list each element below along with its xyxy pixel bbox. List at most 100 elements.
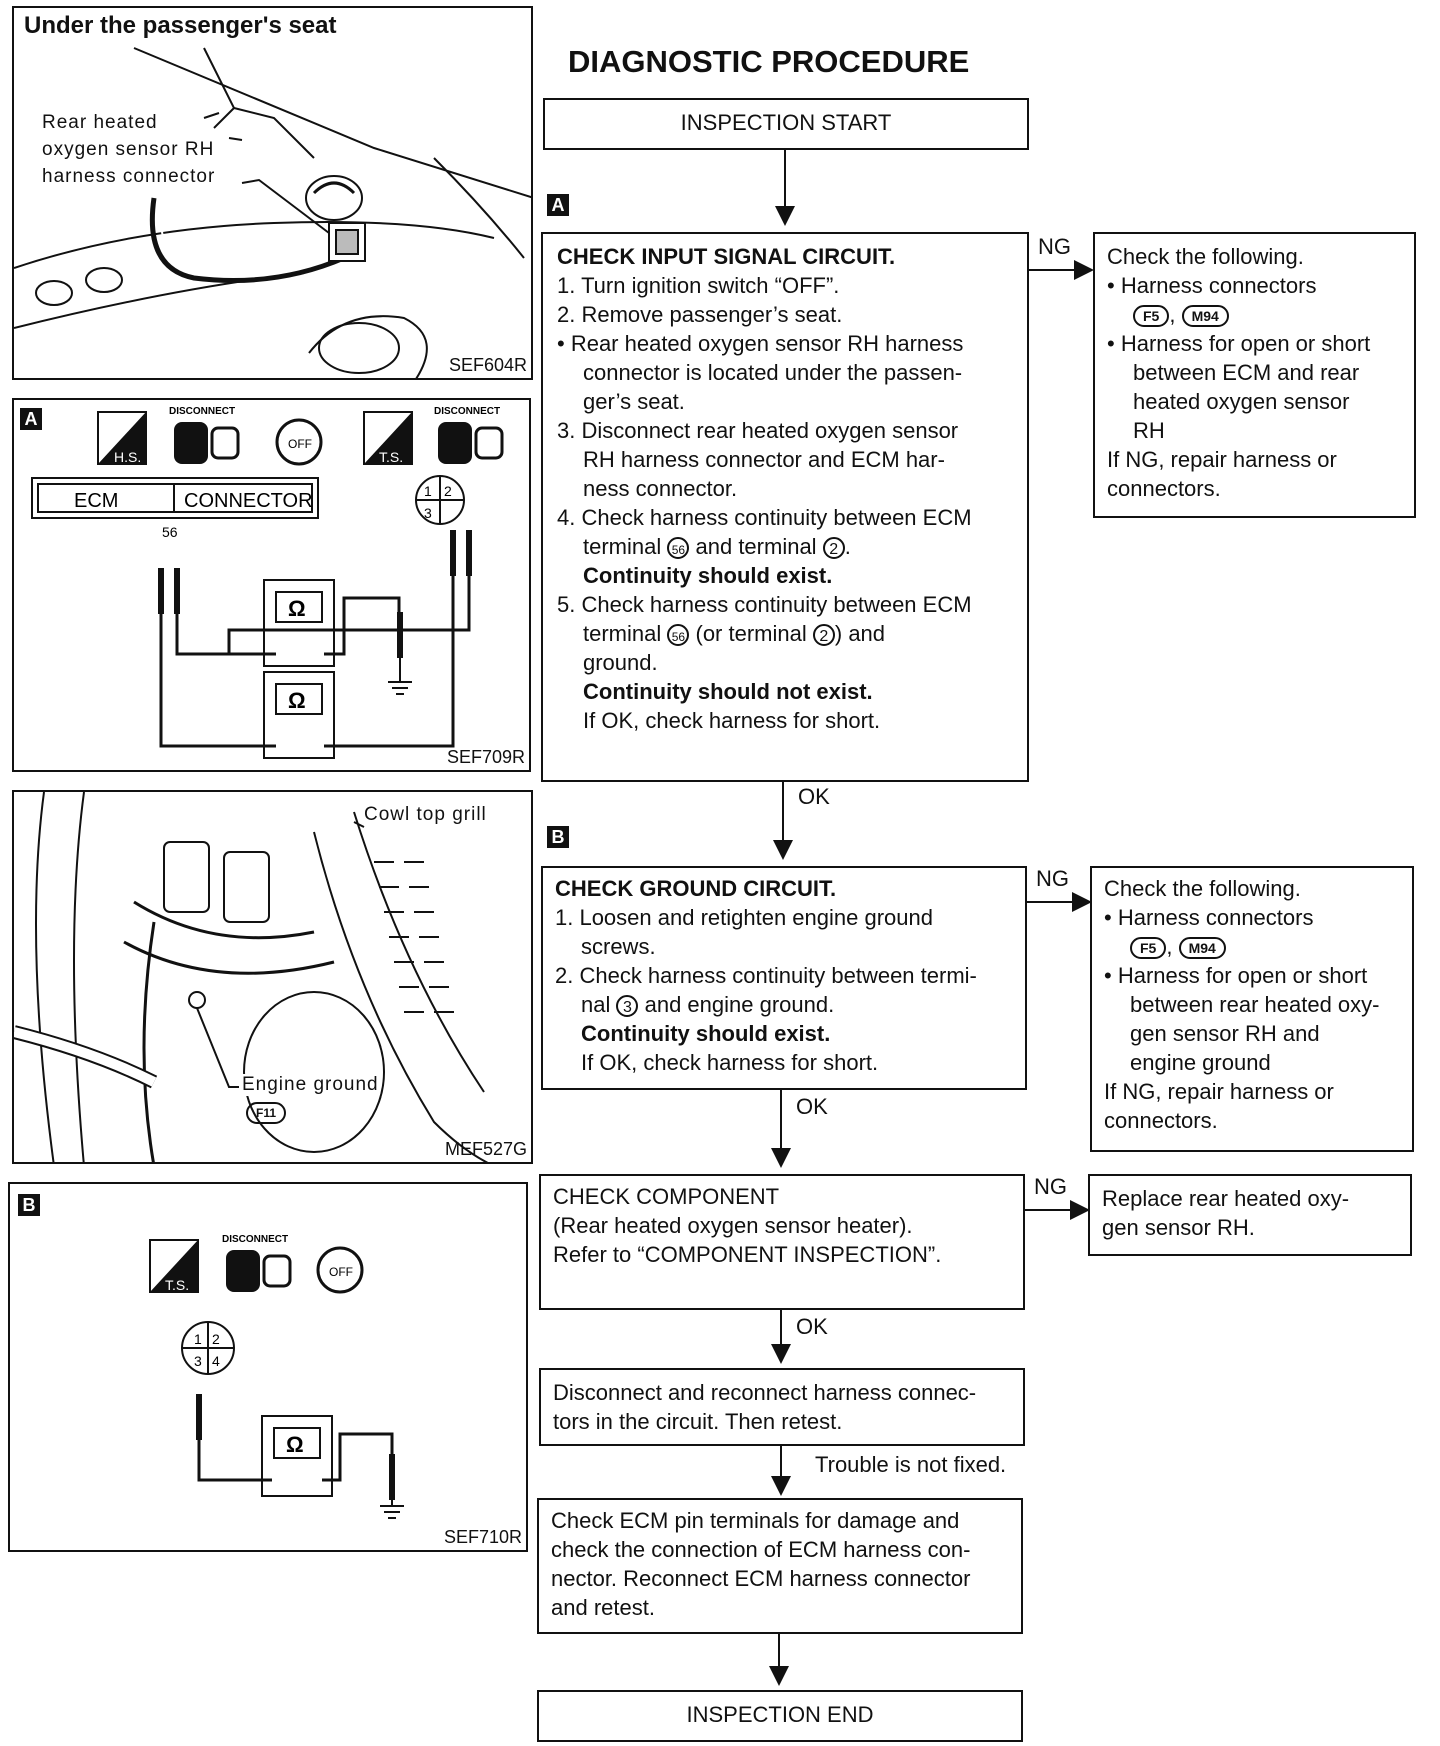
tag-a: A [20, 408, 42, 430]
ng-b-connectors: F5, M94 [1104, 932, 1412, 961]
step-c-line: Refer to “COMPONENT INSPECTION”. [553, 1242, 942, 1267]
inspection-start-box: INSPECTION START [543, 98, 1029, 150]
ng-a-line: If NG, repair harness or [1107, 447, 1337, 472]
ng-b-line: • Harness for open or short [1104, 963, 1368, 988]
step-b-line: screws. [581, 934, 656, 959]
step-check-ground: CHECK GROUND CIRCUIT. 1. Loosen and reti… [541, 866, 1027, 1090]
terminal-56: 56 [667, 537, 690, 560]
ng-a-line: Check the following. [1107, 244, 1304, 269]
step-a-line-terminals: terminal 56 and terminal 2. [583, 534, 851, 560]
step-c-line: CHECK COMPONENT [553, 1184, 780, 1209]
svg-text:1: 1 [194, 1331, 202, 1347]
seat-illustration [14, 47, 531, 378]
figure-code: SEF710R [443, 1527, 522, 1547]
step-a-line: 5. Check harness continuity between ECM [557, 592, 972, 617]
step-e-line: nector. Reconnect ECM harness connector [551, 1566, 971, 1591]
ng-label-c: NG [1034, 1174, 1067, 1199]
ng-a-line: • Harness connectors [1107, 273, 1317, 298]
ng-a-line: RH [1133, 418, 1165, 443]
step-d-line: Disconnect and reconnect harness connec- [553, 1380, 977, 1405]
connector-label: CONNECTOR [184, 490, 313, 512]
step-check-component: CHECK COMPONENT (Rear heated oxygen sens… [539, 1174, 1025, 1310]
ok-label-a: OK [798, 784, 830, 809]
ng-b-line: • Harness connectors [1104, 905, 1314, 930]
ng-a-line: heated oxygen sensor [1133, 389, 1350, 414]
ng-box-c: Replace rear heated oxy- gen sensor RH. [1088, 1174, 1412, 1256]
terminal-56: 56 [667, 624, 690, 647]
ng-box-a: Check the following. • Harness connector… [1093, 232, 1416, 518]
step-b-result: Continuity should exist. [581, 1021, 831, 1046]
step-e-line: check the connection of ECM harness con- [551, 1537, 971, 1562]
label-sensor-2: oxygen sensor RH [42, 139, 215, 160]
connector-m94: M94 [1178, 937, 1226, 960]
step-c-line: (Rear heated oxygen sensor heater). [553, 1213, 913, 1238]
disconnect-label-1: DISCONNECT [169, 406, 235, 417]
ts-label-b: T.S. [165, 1277, 189, 1293]
step-a-line-terminals: terminal 56 (or terminal 2) and [583, 621, 886, 647]
step-b-line: If OK, check harness for short. [581, 1050, 879, 1075]
circuit-diagram-a: H.S. DISCONNECT OFF T.S. DISCONNECT ECM … [31, 406, 504, 759]
step-a-line: ger’s seat. [583, 389, 685, 414]
inspection-end-box: INSPECTION END [537, 1690, 1023, 1742]
step-a-line: 2. Remove passenger’s seat. [557, 302, 843, 327]
ng-a-line: connectors. [1107, 476, 1221, 501]
step-tag-a: A [547, 194, 569, 216]
label-cowl: Cowl top grill [364, 804, 487, 826]
step-d-line: tors in the circuit. Then retest. [553, 1409, 843, 1434]
disconnect-label-2: DISCONNECT [434, 406, 500, 417]
disconnect-label-b: DISCONNECT [222, 1234, 288, 1245]
svg-text:Ω: Ω [286, 1432, 304, 1457]
ng-b-line: If NG, repair harness or [1104, 1079, 1334, 1104]
step-a-line: If OK, check harness for short. [583, 708, 881, 733]
figure-title: Under the passenger's seat [24, 12, 337, 39]
ts-label: T.S. [379, 449, 403, 465]
inspection-end: INSPECTION END [686, 1702, 874, 1727]
ng-c-line: Replace rear heated oxy- [1102, 1186, 1350, 1211]
figure-engine-ground: Cowl top grill Engine ground F11 MEF527G [12, 790, 533, 1164]
figure-code: SEF604R [448, 355, 527, 375]
step-a-line: 3. Disconnect rear heated oxygen sensor [557, 418, 959, 443]
ng-a-connectors: F5, M94 [1107, 300, 1414, 329]
step-b-line-terminal: nal 3 and engine ground. [581, 992, 835, 1018]
step-a-line: RH harness connector and ECM har- [583, 447, 945, 472]
ng-box-b: Check the following. • Harness connector… [1090, 866, 1414, 1152]
step-a-line: ground. [583, 650, 658, 675]
svg-text:3: 3 [424, 505, 432, 521]
step-e-line: and retest. [551, 1595, 655, 1620]
connector-m94: M94 [1181, 305, 1229, 328]
ng-c-line: gen sensor RH. [1102, 1215, 1255, 1240]
step-a-line: connector is located under the passen- [583, 360, 963, 385]
step-check-ecm-pins: Check ECM pin terminals for damage and c… [537, 1498, 1023, 1634]
trouble-label: Trouble is not fixed. [815, 1452, 1007, 1477]
connector-f11: F11 [246, 1102, 287, 1124]
tag-b: B [18, 1194, 40, 1216]
ng-a-line: between ECM and rear [1133, 360, 1360, 385]
svg-text:3: 3 [194, 1353, 202, 1369]
step-b-title: CHECK GROUND CIRCUIT. [555, 876, 837, 901]
svg-text:2: 2 [444, 483, 452, 499]
step-a-line: 4. Check harness continuity between ECM [557, 505, 972, 530]
ng-label-b: NG [1036, 866, 1069, 891]
step-a-result: Continuity should not exist. [583, 679, 873, 704]
step-a-result: Continuity should exist. [583, 563, 833, 588]
connector-f5: F5 [1133, 305, 1170, 328]
terminal-3: 3 [616, 995, 639, 1018]
ng-b-line: engine ground [1130, 1050, 1271, 1075]
ng-b-line: connectors. [1104, 1108, 1218, 1133]
step-a-line: • Rear heated oxygen sensor RH harness [557, 331, 964, 356]
ng-b-line: Check the following. [1104, 876, 1301, 901]
procedure-title: DIAGNOSTIC PROCEDURE [568, 44, 970, 79]
terminal-2: 2 [812, 624, 835, 647]
figure-code: MEF527G [444, 1139, 527, 1159]
svg-text:4: 4 [212, 1353, 220, 1369]
step-e-line: Check ECM pin terminals for damage and [551, 1508, 960, 1533]
step-a-line: 1. Turn ignition switch “OFF”. [557, 273, 840, 298]
figure-input-signal-check: A H.S. DISCONNECT OFF T.S. DISCONNECT EC… [12, 398, 531, 772]
connector-f5: F5 [1130, 937, 1167, 960]
label-sensor-3: harness connector [42, 166, 216, 187]
label-engine-ground: Engine ground [242, 1074, 379, 1096]
figure-passenger-seat: Under the passenger's seat Rear heated o… [12, 6, 533, 380]
step-reconnect: Disconnect and reconnect harness connec-… [539, 1368, 1025, 1446]
